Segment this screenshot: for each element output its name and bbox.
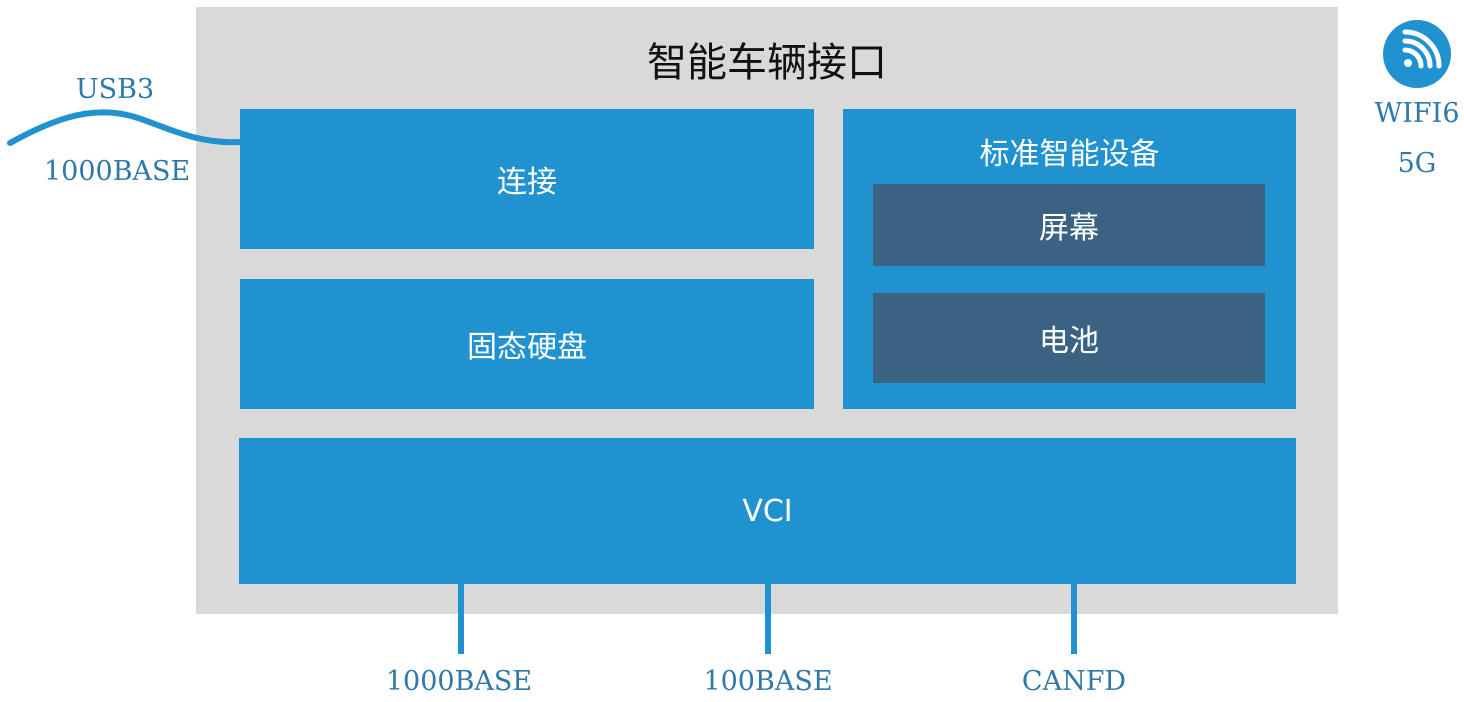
vci-label: VCI — [742, 493, 793, 529]
usb-cable-line — [7, 109, 243, 146]
battery-label: 电池 — [1039, 324, 1099, 359]
standard-device-label: 标准智能设备 — [979, 137, 1160, 172]
connect-block: 连接 — [240, 109, 814, 249]
5g-label: 5G — [1397, 148, 1437, 179]
port-line-canfd — [1071, 584, 1077, 654]
wifi-icon — [1383, 20, 1451, 88]
port-label-1000base: 1000BASE — [385, 666, 533, 697]
port-line-1000base — [458, 584, 464, 654]
connect-label: 连接 — [497, 165, 557, 200]
screen-label: 屏幕 — [1039, 211, 1099, 246]
diagram-title: 智能车辆接口 — [647, 40, 887, 86]
battery-block: 电池 — [873, 293, 1265, 383]
port-label-100base: 100BASE — [703, 666, 833, 697]
usb3-label: USB3 — [75, 74, 155, 105]
left-1000base-label: 1000BASE — [44, 156, 191, 187]
port-label-canfd: CANFD — [1021, 666, 1127, 697]
port-line-100base — [765, 584, 771, 654]
ssd-label: 固态硬盘 — [467, 330, 587, 365]
vci-block: VCI — [239, 438, 1296, 584]
ssd-block: 固态硬盘 — [240, 279, 814, 409]
wifi6-label: WIFI6 — [1374, 98, 1460, 129]
screen-block: 屏幕 — [873, 184, 1265, 266]
